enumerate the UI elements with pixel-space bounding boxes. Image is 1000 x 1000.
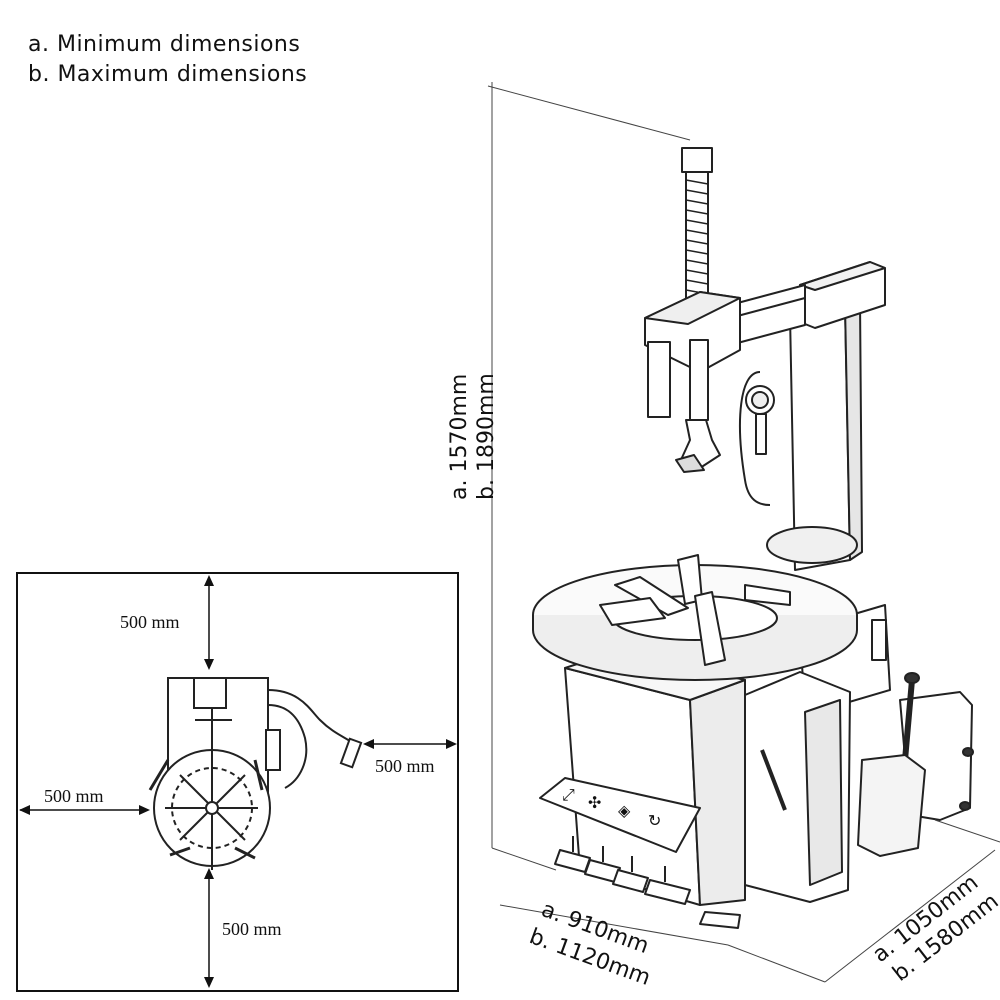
tire-changer-drawing: ⤢ ✣ ◈ ↻ xyxy=(532,147,974,929)
clearance-left-label: 500 mm xyxy=(44,786,104,806)
machine-top-view xyxy=(148,677,363,870)
svg-text:✣: ✣ xyxy=(588,793,601,812)
clearance-right-label: 500 mm xyxy=(375,756,435,776)
clearance-arrows xyxy=(19,575,457,988)
legend-max: b. Maximum dimensions xyxy=(28,62,308,87)
svg-text:⤢: ⤢ xyxy=(562,785,575,804)
height-label-max: b. 1890mm xyxy=(474,373,499,500)
svg-text:↻: ↻ xyxy=(648,811,661,830)
footprint-dimension xyxy=(491,819,1000,983)
clearance-top-label: 500 mm xyxy=(120,612,180,632)
height-dimension xyxy=(487,82,691,848)
clearance-diagram: 500 mm 500 mm 500 mm 500 mm xyxy=(16,572,459,992)
legend-min: a. Minimum dimensions xyxy=(28,32,301,57)
legend: a. Minimum dimensions b. Maximum dimensi… xyxy=(28,30,307,90)
height-label-min: a. 1570mm xyxy=(447,374,472,500)
clearance-bottom-label: 500 mm xyxy=(222,919,282,939)
svg-text:◈: ◈ xyxy=(618,801,631,820)
